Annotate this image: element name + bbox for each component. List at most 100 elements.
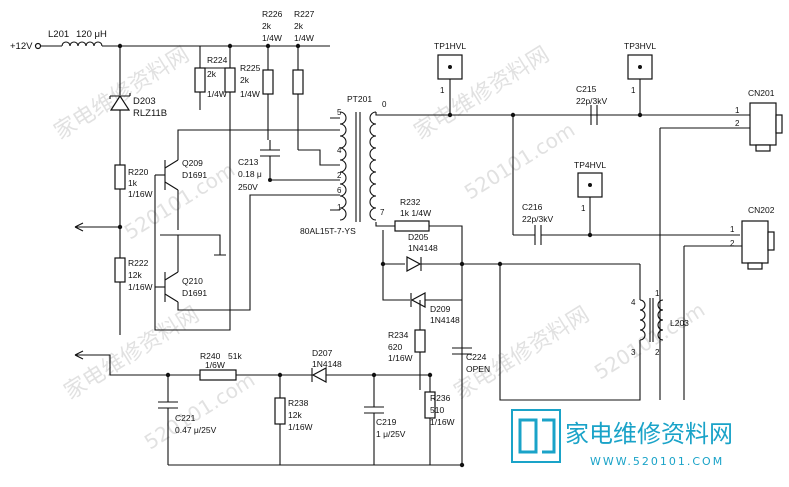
svg-text:R236: R236 bbox=[430, 393, 451, 403]
resistor-R232 bbox=[394, 220, 430, 232]
svg-text:L203: L203 bbox=[670, 318, 689, 328]
svg-text:7: 7 bbox=[380, 208, 385, 217]
svg-text:12k: 12k bbox=[288, 410, 302, 420]
diode-D207 bbox=[311, 366, 327, 384]
watermark-site-2: 520101.com bbox=[460, 117, 579, 204]
diode-D209 bbox=[410, 291, 426, 309]
svg-text:1/16W: 1/16W bbox=[288, 422, 313, 432]
svg-text:R238: R238 bbox=[288, 398, 309, 408]
transistor-Q210: Q210 D1691 bbox=[154, 175, 330, 331]
logo-text-url: WWW.520101.COM bbox=[590, 455, 724, 468]
supply-input: +12V L201 120 μH bbox=[10, 29, 330, 52]
resistor-R226 bbox=[262, 69, 274, 95]
resistor-R220 bbox=[114, 164, 126, 190]
svg-text:1/6W: 1/6W bbox=[205, 360, 225, 370]
diode-D205 bbox=[406, 255, 422, 273]
svg-text:R220: R220 bbox=[128, 167, 149, 177]
svg-text:1: 1 bbox=[730, 225, 735, 234]
svg-text:22p/3kV: 22p/3kV bbox=[576, 96, 608, 106]
svg-text:2: 2 bbox=[655, 348, 660, 357]
svg-text:1/4W: 1/4W bbox=[207, 89, 227, 99]
svg-text:1: 1 bbox=[655, 289, 660, 298]
svg-text:R224: R224 bbox=[207, 55, 228, 65]
connector-CN201 bbox=[749, 102, 777, 146]
svg-text:R227: R227 bbox=[294, 9, 315, 19]
svg-text:TP3HVL: TP3HVL bbox=[624, 41, 656, 51]
svg-text:2k: 2k bbox=[294, 21, 304, 31]
svg-text:C219: C219 bbox=[376, 417, 397, 427]
svg-text:C215: C215 bbox=[576, 84, 597, 94]
svg-text:1 μ/25V: 1 μ/25V bbox=[376, 429, 406, 439]
svg-text:1: 1 bbox=[440, 86, 445, 95]
svg-text:R222: R222 bbox=[128, 258, 149, 268]
transformer-PT201: PT201 0 5 4 2 6 1 7 80AL15T-7-YS bbox=[300, 94, 780, 236]
svg-text:1/16W: 1/16W bbox=[430, 417, 455, 427]
svg-text:1/4W: 1/4W bbox=[294, 33, 314, 43]
svg-text:120 μH: 120 μH bbox=[76, 29, 107, 40]
svg-text:OPEN: OPEN bbox=[466, 364, 490, 374]
secondary-network: R232 1k 1/4W D205 1N4148 D209 1N4148 R23… bbox=[380, 197, 640, 468]
svg-text:1/16W: 1/16W bbox=[128, 189, 153, 199]
svg-text:D1691: D1691 bbox=[182, 170, 207, 180]
svg-text:CN202: CN202 bbox=[748, 205, 775, 215]
site-logo: 家电维修资料网 WWW.520101.COM bbox=[511, 409, 733, 468]
svg-text:R240: R240 bbox=[200, 351, 221, 361]
svg-text:2: 2 bbox=[730, 239, 735, 248]
svg-text:D203: D203 bbox=[133, 96, 156, 107]
svg-text:2k: 2k bbox=[207, 69, 217, 79]
svg-text:TP1HVL: TP1HVL bbox=[434, 41, 466, 51]
svg-text:Q209: Q209 bbox=[182, 158, 203, 168]
svg-text:6: 6 bbox=[337, 186, 342, 195]
svg-text:R226: R226 bbox=[262, 9, 283, 19]
svg-text:4: 4 bbox=[337, 146, 342, 155]
svg-text:C221: C221 bbox=[175, 413, 196, 423]
svg-text:C213: C213 bbox=[238, 157, 259, 167]
svg-text:2k: 2k bbox=[240, 75, 250, 85]
left-chain: D203 RLZ11B R220 1k 1/16W R222 12k 1/16W bbox=[74, 46, 167, 335]
svg-text:4: 4 bbox=[631, 298, 636, 307]
svg-text:D207: D207 bbox=[312, 348, 333, 358]
supply-label: +12V bbox=[10, 41, 33, 52]
svg-text:1: 1 bbox=[337, 203, 342, 212]
svg-text:22p/3kV: 22p/3kV bbox=[522, 214, 554, 224]
svg-text:1N4148: 1N4148 bbox=[430, 315, 460, 325]
svg-text:0.47 μ/25V: 0.47 μ/25V bbox=[175, 425, 217, 435]
resistor-R222 bbox=[114, 257, 126, 283]
test-points: TP1HVL 1 TP3HVL 1 TP4HVL 1 C216 22p/3kV … bbox=[434, 41, 740, 245]
inductor-L201 bbox=[61, 41, 103, 47]
svg-text:80AL15T-7-YS: 80AL15T-7-YS bbox=[300, 226, 356, 236]
svg-text:1N4148: 1N4148 bbox=[312, 359, 342, 369]
svg-text:1: 1 bbox=[735, 106, 740, 115]
svg-text:1k: 1k bbox=[128, 178, 138, 188]
svg-text:D1691: D1691 bbox=[182, 288, 207, 298]
svg-text:510: 510 bbox=[430, 405, 444, 415]
connectors: CN201 1 2 CN202 1 2 L203 4 3 1 2 bbox=[497, 88, 783, 401]
svg-text:250V: 250V bbox=[238, 182, 258, 192]
svg-text:1/4W: 1/4W bbox=[240, 89, 260, 99]
svg-text:PT201: PT201 bbox=[347, 94, 372, 104]
svg-text:51k: 51k bbox=[228, 351, 242, 361]
svg-text:12k: 12k bbox=[128, 270, 142, 280]
svg-text:L201: L201 bbox=[48, 29, 69, 40]
svg-text:C216: C216 bbox=[522, 202, 543, 212]
svg-text:1/16W: 1/16W bbox=[388, 353, 413, 363]
svg-text:R234: R234 bbox=[388, 330, 409, 340]
svg-text:1k 1/4W: 1k 1/4W bbox=[400, 208, 431, 218]
svg-text:RLZ11B: RLZ11B bbox=[133, 108, 167, 119]
svg-text:2: 2 bbox=[337, 171, 342, 180]
svg-text:D205: D205 bbox=[408, 232, 429, 242]
connector-CN202 bbox=[741, 220, 769, 264]
inductor-L203 bbox=[639, 299, 646, 341]
svg-text:2: 2 bbox=[735, 119, 740, 128]
svg-text:Q210: Q210 bbox=[182, 276, 203, 286]
svg-text:1: 1 bbox=[631, 86, 636, 95]
resistor-R234 bbox=[414, 329, 426, 353]
resistor-R227 bbox=[292, 69, 304, 95]
top-resistors: R224 2k 1/4W R225 2k 1/4W R226 2k 1/4W R… bbox=[194, 9, 330, 195]
svg-text:D209: D209 bbox=[430, 304, 451, 314]
resistor-R225 bbox=[224, 67, 236, 93]
logo-text-cn: 家电维修资料网 bbox=[565, 420, 733, 448]
svg-text:620: 620 bbox=[388, 342, 402, 352]
transistor-Q209: Q209 D1691 bbox=[155, 129, 330, 230]
